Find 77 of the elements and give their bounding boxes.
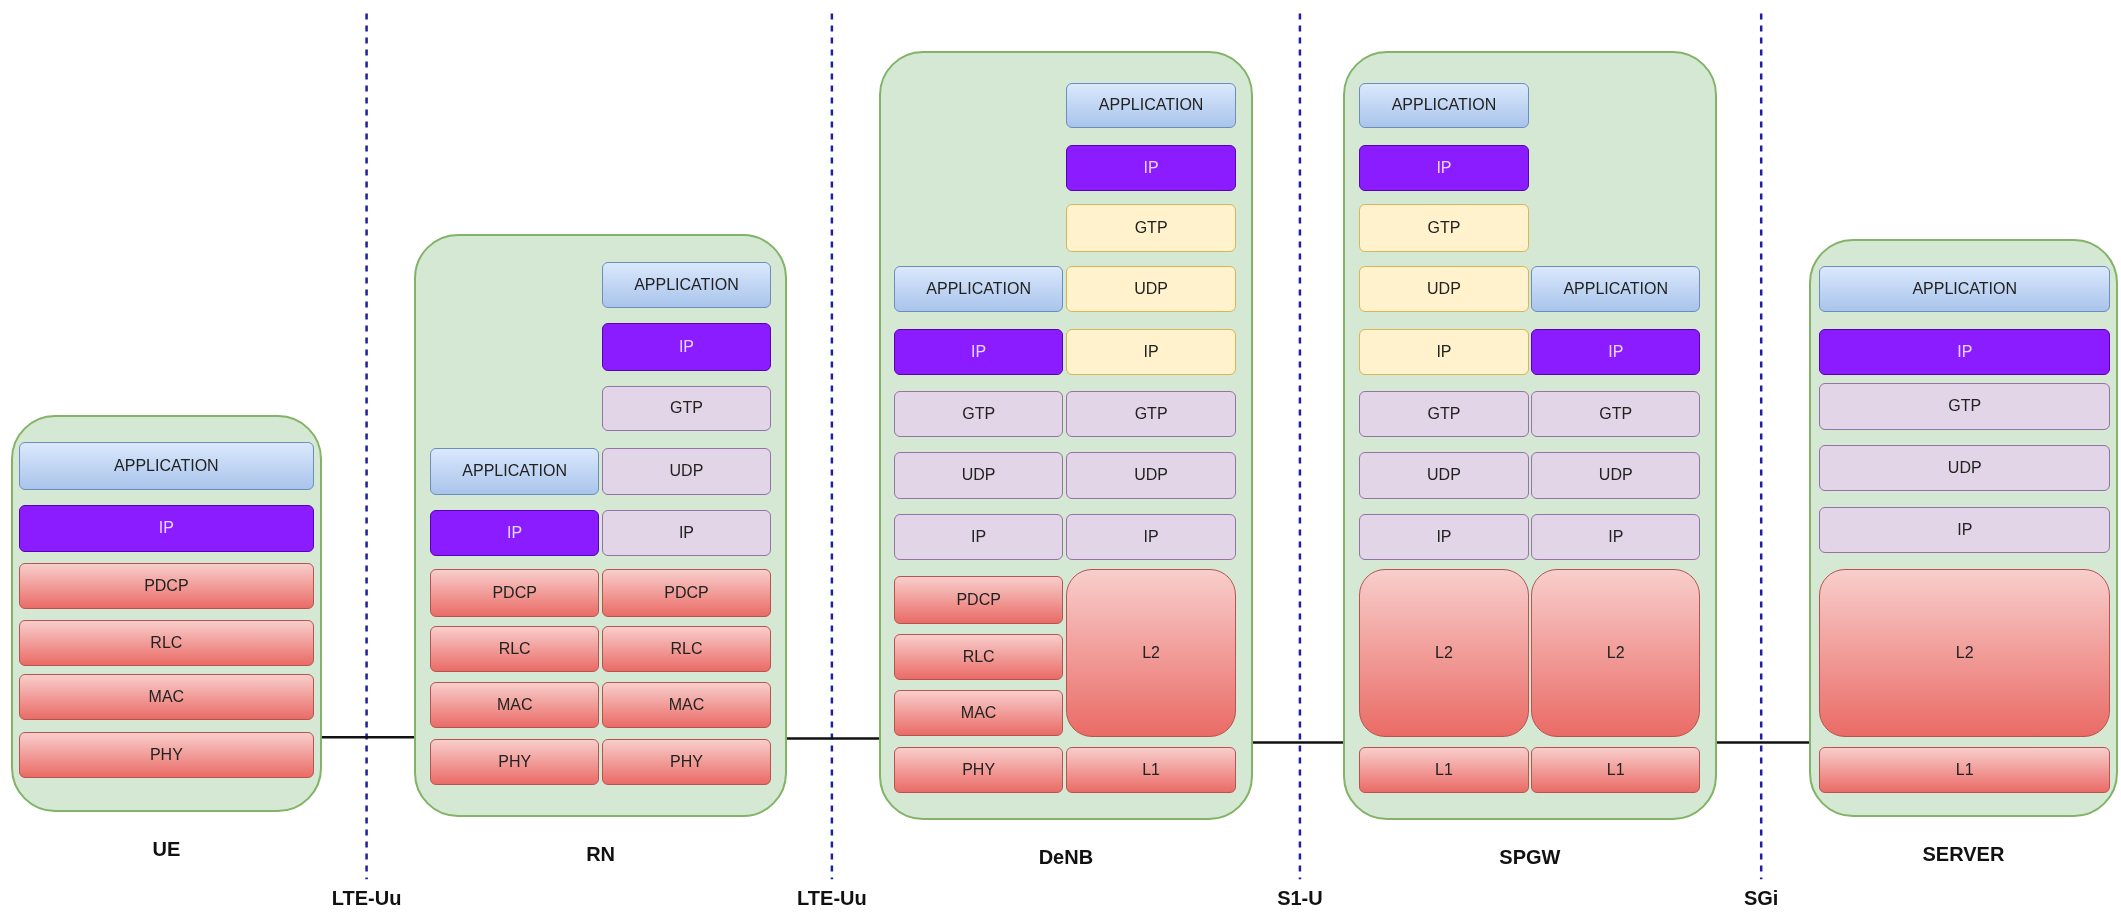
protocol-layer-box: APPLICATION [1359, 82, 1529, 129]
protocol-layer-box: UDP [601, 447, 771, 496]
protocol-layer-box: RLC [18, 619, 314, 666]
protocol-layer-box: APPLICATION [894, 266, 1064, 313]
protocol-layer-box: IP [1531, 514, 1701, 560]
protocol-layer-box: GTP [1065, 390, 1237, 437]
protocol-layer-box: GTP [1359, 204, 1529, 252]
protocol-layer-box: RLC [894, 634, 1064, 681]
protocol-layer-box: IP [1065, 514, 1237, 560]
protocol-layer-box: L2 [1819, 569, 2111, 738]
protocol-layer-box: APPLICATION [1819, 266, 2111, 313]
protocol-layer-box: UDP [1531, 451, 1701, 500]
protocol-layer-box: MAC [601, 681, 771, 728]
node-name: SERVER [1921, 843, 2006, 866]
protocol-layer-box: IP [1065, 144, 1237, 191]
node-name: RN [585, 843, 616, 866]
protocol-layer-box: PHY [18, 731, 314, 778]
protocol-layer-box: GTP [1819, 382, 2111, 431]
protocol-layer-box: MAC [430, 681, 600, 728]
protocol-layer-box: IP [1819, 507, 2111, 554]
node-name: SPGW [1498, 845, 1562, 869]
protocol-layer-box: UDP [1065, 266, 1237, 313]
protocol-layer-box: IP [1359, 328, 1529, 375]
interface-label: S1-U [1277, 887, 1323, 911]
protocol-layer-box: MAC [894, 689, 1064, 736]
protocol-layer-box: L1 [1531, 746, 1701, 793]
protocol-layer-box: UDP [1819, 445, 2111, 491]
protocol-layer-box: PDCP [894, 576, 1064, 624]
protocol-layer-box: IP [1359, 514, 1529, 560]
protocol-layer-box: APPLICATION [18, 442, 314, 490]
protocol-layer-box: APPLICATION [1065, 82, 1237, 129]
protocol-layer-box: UDP [894, 451, 1064, 500]
protocol-layer-box: UDP [1359, 451, 1529, 500]
protocol-layer-box: IP [1359, 144, 1529, 191]
protocol-layer-box: IP [1531, 328, 1701, 375]
protocol-layer-box: MAC [18, 673, 314, 720]
protocol-layer-box: GTP [894, 390, 1064, 437]
protocol-layer-box: GTP [1065, 204, 1237, 252]
link-line [320, 735, 415, 739]
protocol-layer-box: PDCP [18, 562, 314, 609]
link-line [1251, 741, 1345, 744]
protocol-layer-box: RLC [601, 626, 771, 673]
protocol-layer-box: GTP [1531, 390, 1701, 437]
protocol-layer-box: UDP [1065, 451, 1237, 500]
protocol-layer-box: L1 [1065, 746, 1237, 793]
interface-label: SGi [1743, 887, 1779, 911]
protocol-layer-box: IP [601, 323, 771, 371]
protocol-layer-box: PDCP [601, 569, 771, 617]
protocol-layer-box: IP [430, 509, 600, 556]
protocol-layer-box: L2 [1531, 569, 1701, 738]
node-name: UE [151, 837, 182, 861]
protocol-layer-box: GTP [1359, 390, 1529, 437]
protocol-layer-box: APPLICATION [1531, 266, 1701, 313]
protocol-layer-box: PDCP [430, 569, 600, 617]
protocol-layer-box: APPLICATION [601, 262, 771, 309]
protocol-layer-box: L1 [1359, 746, 1529, 793]
protocol-layer-box: UDP [1359, 266, 1529, 313]
protocol-layer-box: L2 [1065, 569, 1237, 738]
interface-label: LTE-Uu [797, 887, 867, 911]
protocol-layer-box: IP [1819, 328, 2111, 375]
protocol-layer-box: IP [1065, 328, 1237, 375]
protocol-layer-box: APPLICATION [430, 447, 600, 496]
protocol-layer-box: IP [18, 504, 314, 552]
protocol-layer-box: L1 [1819, 746, 2111, 793]
protocol-layer-box: IP [601, 509, 771, 556]
protocol-layer-box: PHY [430, 738, 600, 785]
protocol-layer-box: L2 [1359, 569, 1529, 738]
node-name: DeNB [1037, 845, 1095, 869]
link-line [786, 737, 881, 740]
protocol-layer-box: IP [894, 328, 1064, 375]
protocol-layer-box: IP [894, 514, 1064, 560]
protocol-layer-box: GTP [601, 385, 771, 432]
protocol-layer-box: PHY [894, 746, 1064, 793]
link-line [1715, 741, 1810, 744]
protocol-layer-box: RLC [430, 626, 600, 673]
protocol-layer-box: PHY [601, 738, 771, 785]
interface-label: LTE-Uu [331, 887, 402, 911]
